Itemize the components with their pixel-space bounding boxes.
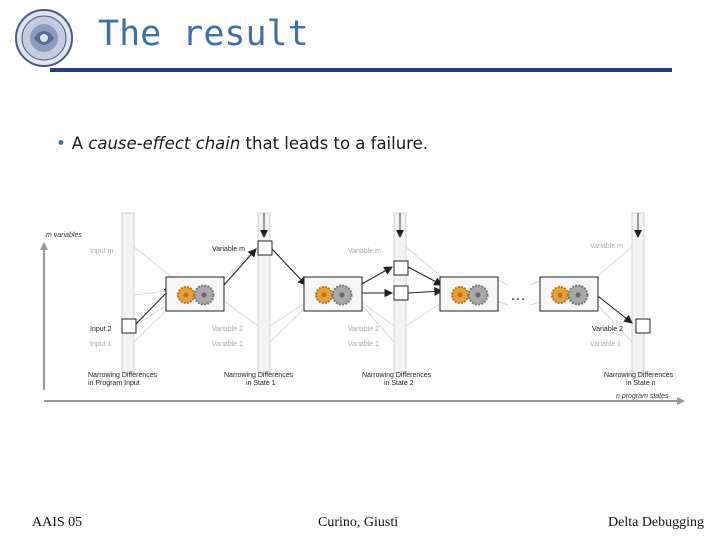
ellipsis: … <box>510 287 526 304</box>
cause-effect-diagram: m variables n program states <box>40 212 685 405</box>
state-band-0 <box>121 212 135 374</box>
label-state-n-variable-m: Variable m <box>590 243 623 250</box>
footer-right: Delta Debugging <box>608 515 705 530</box>
input-2-box <box>121 318 137 334</box>
label-state2-variable-m: Variable m <box>348 248 381 255</box>
process-box-2 <box>303 276 363 312</box>
label-state1-variable-m: Variable m <box>212 246 245 253</box>
state1-variable-m-box <box>257 240 273 256</box>
page-title: The result <box>98 14 309 54</box>
caption-state-n-line2: in State n <box>626 380 656 387</box>
title-underline <box>50 68 672 72</box>
label-state-n-variable-1: Variable 1 <box>590 341 621 348</box>
label-state2-variable-2: Variable 2 <box>348 326 379 333</box>
process-box-3 <box>439 276 499 312</box>
state2-box-top <box>393 260 409 276</box>
label-input-2: Input 2 <box>90 326 112 333</box>
label-state1-variable-2: Variable 2 <box>212 326 243 333</box>
university-seal-logo <box>15 9 73 67</box>
bullet-text-prefix: A <box>71 134 89 153</box>
label-state2-variable-1: Variable 1 <box>348 341 379 348</box>
bullet-icon: • <box>56 134 66 153</box>
bullet-item: • A cause-effect chain that leads to a fa… <box>56 134 428 153</box>
caption-state-1-line2: in State 1 <box>246 380 276 387</box>
caption-state-2-line1: Narrowing Differences <box>362 372 432 379</box>
footer-left: AAIS 05 <box>32 515 83 530</box>
bullet-text-emphasis: cause-effect chain <box>88 134 241 153</box>
caption-state-1-line1: Narrowing Differences <box>224 372 294 379</box>
caption-state-n-line1: Narrowing Differences <box>604 372 674 379</box>
state2-box-bottom <box>393 285 409 301</box>
label-input-m: Input m <box>90 248 114 255</box>
caption-program-input-line2: in Program Input <box>88 380 140 387</box>
bullet-text-suffix: that leads to a failure. <box>240 134 428 153</box>
footer-center: Curino, Giusti <box>318 515 399 530</box>
caption-program-input-line1: Narrowing Differences <box>88 372 158 379</box>
label-input-1: Input 1 <box>90 341 112 348</box>
process-box-1 <box>165 276 225 312</box>
label-state-n-variable-2: Variable 2 <box>592 326 623 333</box>
caption-state-2-line2: in State 2 <box>384 380 414 387</box>
label-state1-variable-1: Variable 1 <box>212 341 243 348</box>
x-axis-label: n program states <box>616 393 669 400</box>
process-box-4 <box>539 276 599 312</box>
y-axis-label: m variables <box>46 232 82 239</box>
state-n-variable-2-box <box>635 318 651 334</box>
